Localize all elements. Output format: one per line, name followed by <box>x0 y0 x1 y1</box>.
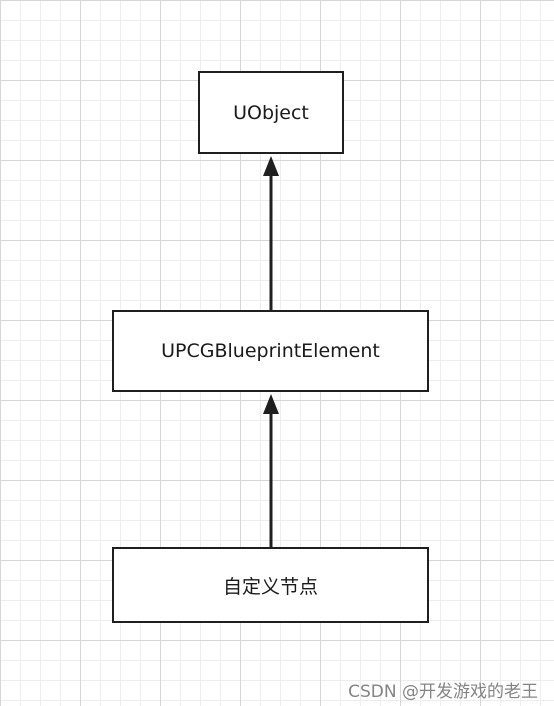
watermark: CSDN @开发游戏的老王 <box>348 682 538 702</box>
node-label: UPCGBlueprintElement <box>161 340 380 362</box>
node-uobject[interactable]: UObject <box>198 71 344 154</box>
node-upcg-blueprint-element[interactable]: UPCGBlueprintElement <box>112 310 429 392</box>
node-label: 自定义节点 <box>222 575 318 598</box>
arrowhead-icon <box>263 156 279 176</box>
node-custom-node[interactable]: 自定义节点 <box>112 547 429 623</box>
arrowhead-icon <box>263 394 279 414</box>
node-label: UObject <box>233 101 309 124</box>
edge-custom-to-blueprint <box>263 394 279 547</box>
edge-blueprint-to-uobject <box>263 156 279 310</box>
